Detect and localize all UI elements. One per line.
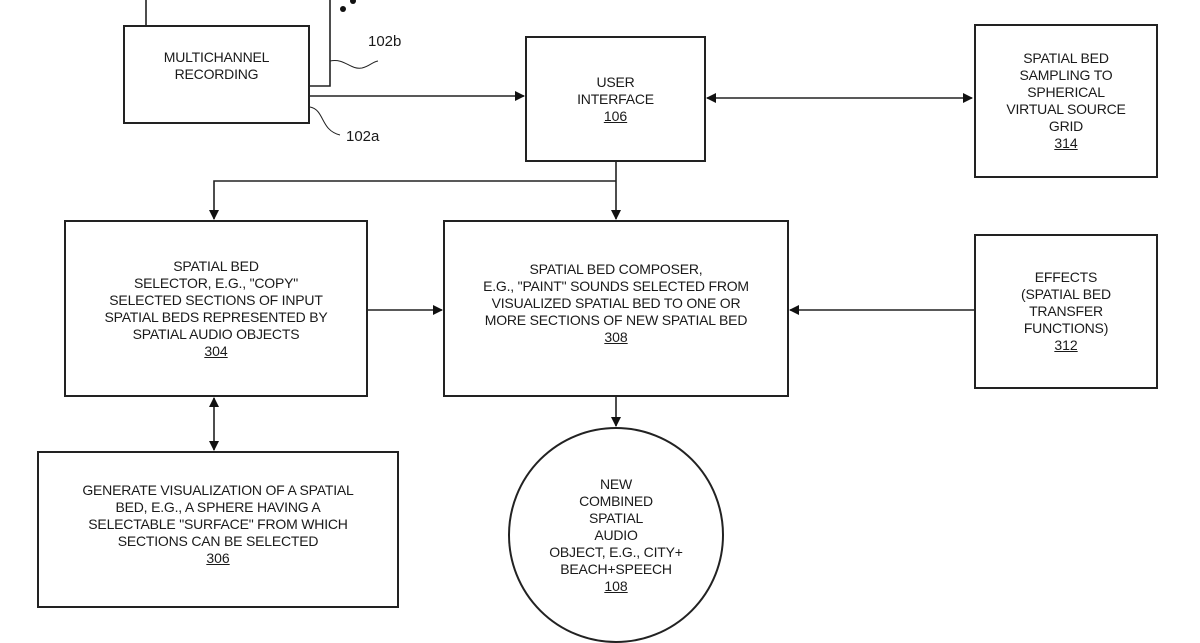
visualization-box: GENERATE VISUALIZATION OF A SPATIAL BED,… — [37, 451, 399, 608]
box-text: GENERATE VISUALIZATION OF A SPATIAL — [82, 482, 354, 498]
box-text: EFFECTS — [1034, 269, 1098, 285]
box-text: RECORDING — [174, 65, 259, 82]
spatial-bed-composer-box: SPATIAL BED COMPOSER, E.G., "PAINT" SOUN… — [443, 220, 789, 397]
box-text: MULTICHANNEL — [163, 48, 270, 65]
multichannel-recording-box: MULTICHANNEL RECORDING — [123, 25, 310, 124]
box-text: SELECTOR, E.G., "COPY" — [134, 274, 298, 291]
box-text: SPATIAL BED — [173, 257, 259, 274]
box-text: TRANSFER — [1029, 303, 1103, 319]
box-text: SAMPLING TO — [1019, 67, 1113, 83]
box-text: USER — [596, 73, 635, 90]
box-text: VIRTUAL SOURCE — [1006, 101, 1126, 117]
ellipsis-dots — [340, 0, 356, 12]
box-text: (SPATIAL BED — [1021, 286, 1111, 302]
circle-text: NEW — [599, 475, 633, 492]
box-text: SPATIAL BED COMPOSER, — [529, 261, 703, 277]
reference-number: 314 — [1054, 135, 1078, 151]
reference-number: 304 — [204, 342, 228, 359]
box-text: FUNCTIONS) — [1023, 320, 1109, 336]
box-text: MORE SECTIONS OF NEW SPATIAL BED — [484, 312, 748, 328]
box-text: SELECTED SECTIONS OF INPUT — [109, 291, 323, 308]
leader-102a — [309, 106, 341, 136]
label-102a: 102a — [346, 128, 380, 145]
box-text: INTERFACE — [577, 90, 654, 107]
box-text: SECTIONS CAN BE SELECTED — [117, 533, 319, 549]
box-text: VISUALIZED SPATIAL BED TO ONE OR — [491, 295, 741, 311]
box-text: SPHERICAL — [1027, 84, 1105, 100]
circle-text: SPATIAL — [588, 509, 644, 526]
reference-number: 106 — [603, 107, 628, 124]
reference-number: 312 — [1054, 337, 1078, 353]
box-text: E.G., "PAINT" SOUNDS SELECTED FROM — [483, 278, 749, 294]
box-text: SELECTABLE "SURFACE" FROM WHICH — [88, 516, 348, 532]
box-text: GRID — [1048, 118, 1084, 134]
ui-to-selector-arrow — [209, 180, 616, 220]
circle-text: OBJECT, E.G., CITY+ — [549, 543, 683, 560]
leader-102b — [329, 60, 379, 69]
reference-number: 308 — [604, 329, 628, 345]
box-text: SPATIAL AUDIO OBJECTS — [132, 325, 300, 342]
sampling-box: SPATIAL BED SAMPLING TO SPHERICAL VIRTUA… — [974, 24, 1158, 178]
user-interface-box: USER INTERFACE 106 — [525, 36, 706, 162]
circle-text: AUDIO — [594, 526, 638, 543]
box-text: BED, E.G., A SPHERE HAVING A — [115, 499, 321, 515]
effects-box: EFFECTS (SPATIAL BED TRANSFER FUNCTIONS)… — [974, 234, 1158, 389]
spatial-bed-selector-box: SPATIAL BED SELECTOR, E.G., "COPY" SELEC… — [64, 220, 368, 397]
reference-number: 306 — [206, 550, 230, 566]
circle-text: COMBINED — [579, 492, 653, 509]
box-text: SPATIAL BED — [1023, 50, 1109, 66]
circle-text: BEACH+SPEECH — [560, 560, 672, 577]
reference-number: 108 — [604, 577, 628, 594]
box-text: SPATIAL BEDS REPRESENTED BY — [104, 308, 328, 325]
channel-b-line — [309, 0, 331, 87]
combined-audio-object-circle: NEW COMBINED SPATIAL AUDIO OBJECT, E.G.,… — [508, 427, 724, 643]
label-102b: 102b — [368, 33, 402, 50]
